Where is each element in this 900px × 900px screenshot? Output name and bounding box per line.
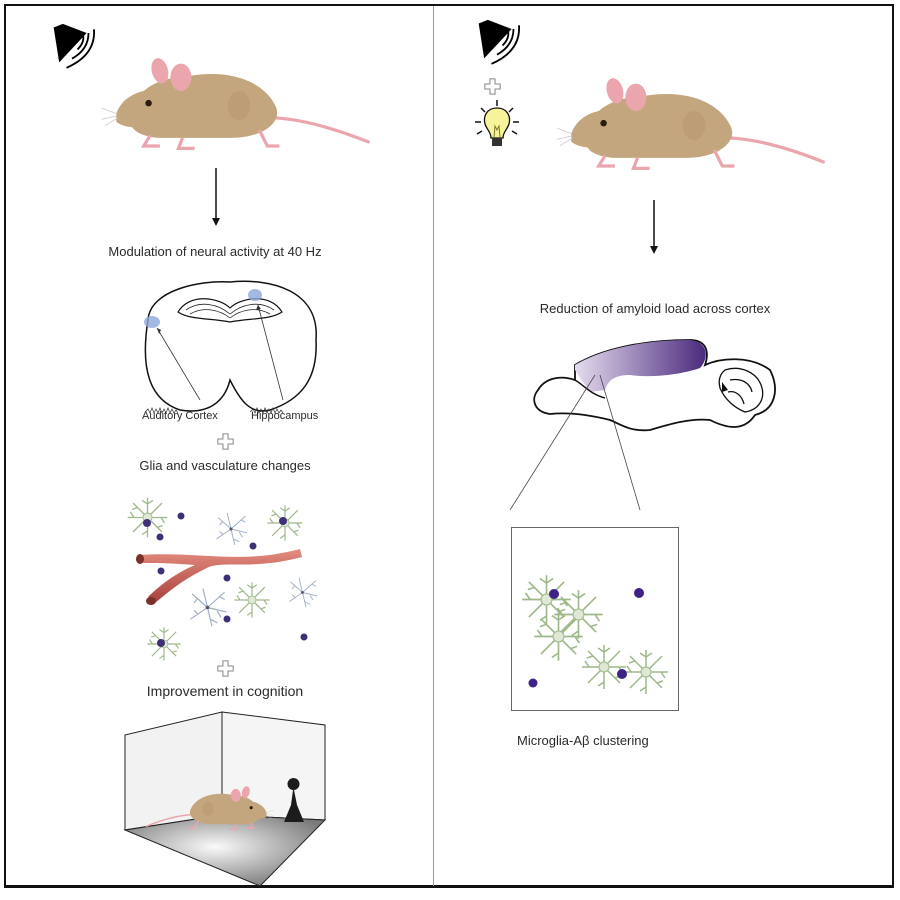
mouse-illustration-right: [530, 65, 850, 170]
panel-divider: [433, 6, 434, 886]
lightbulb-icon: [475, 100, 519, 146]
microglia-clustering-label: Microglia-Aβ clustering: [517, 733, 649, 748]
arrow-down-left: [212, 168, 220, 226]
speaker-icon: [475, 18, 530, 73]
cognition-arena-illustration: [123, 711, 327, 887]
sagittal-brain-diagram: [509, 339, 776, 511]
arrow-down-right: [650, 200, 658, 254]
glia-vasculature-label: Glia and vasculature changes: [139, 458, 311, 473]
plus-icon: [217, 433, 234, 450]
auditory-cortex-label: Auditory Cortex: [142, 410, 218, 422]
plus-icon: [217, 660, 234, 677]
mouse-illustration-left: [75, 45, 395, 150]
amyloid-reduction-label: Reduction of amyloid load across cortex: [539, 301, 771, 316]
neural-activity-label: Modulation of neural activity at 40 Hz: [108, 244, 322, 259]
microglia-inset-box: [511, 527, 679, 711]
hippocampus-label: Hippocampus: [251, 410, 319, 422]
plus-icon: [484, 78, 501, 95]
cognition-label: Improvement in cognition: [146, 683, 304, 699]
glia-vasculature-illustration: [127, 497, 318, 662]
coronal-brain-diagram: [144, 280, 317, 414]
